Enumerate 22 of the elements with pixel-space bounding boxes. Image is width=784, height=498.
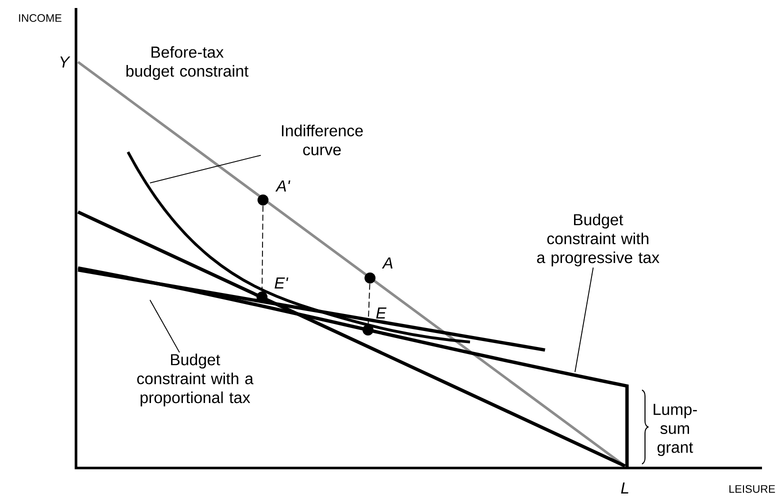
dashed-line: [262, 205, 264, 292]
leader-line: [150, 300, 180, 353]
annotation: Before-tax budget constraint: [126, 46, 248, 80]
leader-line: [574, 267, 594, 372]
point-dot: [362, 324, 374, 336]
axis-label: LEISURE: [729, 485, 775, 493]
curve-label: Budget constraint with a progressive tax: [537, 214, 660, 266]
point-label: A: [382, 258, 392, 268]
annotation: Lump-sum grant: [654, 404, 697, 456]
point-dot: [364, 272, 376, 284]
axis-symbol: L: [621, 482, 628, 494]
curve-label: Indifference curve: [282, 124, 363, 156]
leader-line: [150, 154, 262, 184]
curve-label: Budget constraint with a proportional tax: [137, 354, 254, 406]
point-label: E: [376, 308, 386, 318]
point-dot: [258, 194, 268, 206]
axis-symbol: Y: [60, 56, 70, 68]
point-dot: [256, 292, 268, 302]
axis-label: INCOME: [19, 14, 62, 22]
dashed-line: [368, 283, 370, 325]
point-label: E': [274, 278, 288, 288]
point-label: A': [275, 180, 290, 192]
